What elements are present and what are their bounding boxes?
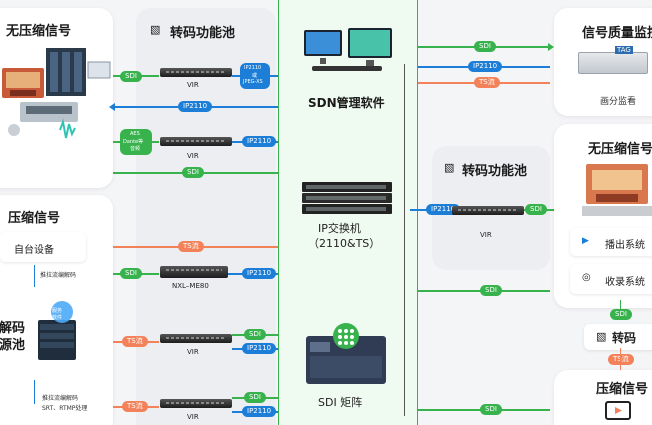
- sdi-matrix-label: SDI 矩阵: [318, 396, 363, 409]
- transcode-box[interactable]: [584, 324, 652, 350]
- push-pull-label-2: 推拉流编解码: [42, 395, 79, 402]
- ip2110-badge-row2: IP2110: [178, 101, 213, 112]
- playout-label: 播出系统: [605, 240, 645, 251]
- right-transcode-title: 转码功能池: [462, 164, 528, 179]
- left-uncompressed-title: 无压缩信号: [6, 24, 72, 39]
- vir-label-right: VIR: [480, 231, 492, 239]
- sdi-badge-right-5: SDI: [480, 404, 502, 415]
- ip-arrow-row2-left: [109, 103, 115, 111]
- aes-badge: [120, 129, 152, 155]
- ip-switch-label-1: IP交换机: [318, 222, 361, 235]
- studio-illustration: [2, 48, 111, 139]
- transcode-label: 转码: [612, 331, 637, 345]
- aes-line3: 音频: [130, 146, 141, 152]
- left-compressed-title: 压缩信号: [8, 211, 61, 226]
- ip-switch-icon: [302, 182, 392, 214]
- updown-arrow-2: [34, 380, 35, 404]
- right-compressed-title: 压缩信号: [596, 382, 649, 397]
- vir-device-3: [160, 334, 232, 343]
- nxl-device: [160, 266, 228, 278]
- decode-pool-2: 源池: [0, 338, 26, 353]
- decode-pool-1: 解码: [0, 321, 26, 336]
- right-transcode-icon: ▧: [444, 161, 455, 174]
- right-compressed-panel: [554, 370, 652, 425]
- nxl-label: NXL–ME80: [172, 282, 209, 290]
- protocols-label: SRT、RTMP处理: [42, 405, 88, 412]
- ip2110-jpeg-line1: IP2110: [244, 65, 262, 71]
- vir-label-2: VIR: [187, 152, 199, 160]
- vir-label-3: VIR: [187, 348, 199, 356]
- sdi-badge-row1: SDI: [120, 71, 142, 82]
- ts-badge-row8: TS流: [122, 401, 148, 412]
- aes-line1: AES: [130, 131, 140, 137]
- sdi-badge-row6: SDI: [120, 268, 142, 279]
- right-uncompressed-title: 无压缩信号: [588, 142, 652, 157]
- sdi-badge-right-4: SDI: [480, 285, 502, 296]
- ip2110-jpeg-badge: [240, 63, 270, 89]
- sdi-arrow-right-1: [548, 43, 554, 51]
- vir-device-right: [452, 206, 524, 215]
- vir-device-4: [160, 399, 232, 408]
- aes-line2: Dante等: [123, 139, 144, 145]
- ip2110-badge-right-2: IP2110: [468, 61, 503, 72]
- monitor-label: 画分监看: [600, 97, 637, 107]
- vir-label-1: VIR: [187, 81, 199, 89]
- transcode-pool-icon: ▧: [150, 23, 161, 36]
- sdi-badge-row4: SDI: [182, 167, 204, 178]
- self-device-box: [0, 232, 86, 262]
- ip-switch-label-2: （2110&TS）: [308, 237, 381, 250]
- server-stack-icon: [38, 301, 76, 360]
- sdn-title: SDN管理软件: [308, 96, 385, 110]
- sdi-badge-row8: SDI: [244, 392, 266, 403]
- record-box[interactable]: [570, 264, 652, 294]
- screen-play-icon: [605, 401, 631, 420]
- vir-label-4: VIR: [187, 413, 199, 421]
- push-pull-label-1: 推拉流编解码: [40, 272, 77, 279]
- center-right-vertical: [404, 64, 405, 416]
- sdi-badge-right-pool: SDI: [525, 204, 547, 215]
- tag-device-label: TAG: [615, 46, 633, 54]
- sdi-badge-right-1: SDI: [474, 41, 496, 52]
- monitors-icon: [304, 28, 392, 71]
- right-studio-illustration: [582, 164, 652, 216]
- ip2110-jpeg-line2: 或: [252, 73, 258, 79]
- record-icon: ◎: [582, 272, 591, 283]
- sdi-badge-row7: SDI: [244, 329, 266, 340]
- tag-device: [578, 52, 648, 74]
- transcode-icon: ▧: [596, 330, 607, 343]
- vir-device-1: [160, 68, 232, 77]
- ip2110-jpeg-line3: JPEG-XS: [243, 79, 263, 85]
- vir-device-2: [160, 137, 232, 146]
- self-device-label: 自台设备: [14, 245, 54, 256]
- playout-icon: ▶: [582, 236, 589, 246]
- playout-box[interactable]: [570, 228, 652, 256]
- record-label: 收录系统: [605, 277, 645, 288]
- ts-badge-row7: TS流: [122, 336, 148, 347]
- ip2110-badge-row3: IP2110: [242, 136, 277, 147]
- updown-arrow-1: [34, 265, 35, 287]
- sdi-badge-right-vertical: SDI: [610, 309, 632, 320]
- ip2110-badge-row8: IP2110: [242, 406, 277, 417]
- ts-badge-row5: TS流: [178, 241, 204, 252]
- ip2110-badge-right-pool: IP2110: [426, 204, 461, 215]
- ip2110-badge-row7: IP2110: [242, 343, 277, 354]
- quality-monitor-title: 信号质量监控: [582, 26, 652, 41]
- ts-vertical-line: [620, 348, 621, 370]
- ts-badge-right-3: TS流: [474, 77, 500, 88]
- cloud-label: 服务 软件: [52, 308, 63, 321]
- transcode-pool-title: 转码功能池: [170, 26, 236, 41]
- ip2110-badge-row6: IP2110: [242, 268, 277, 279]
- sdi-matrix-icon: [306, 323, 386, 384]
